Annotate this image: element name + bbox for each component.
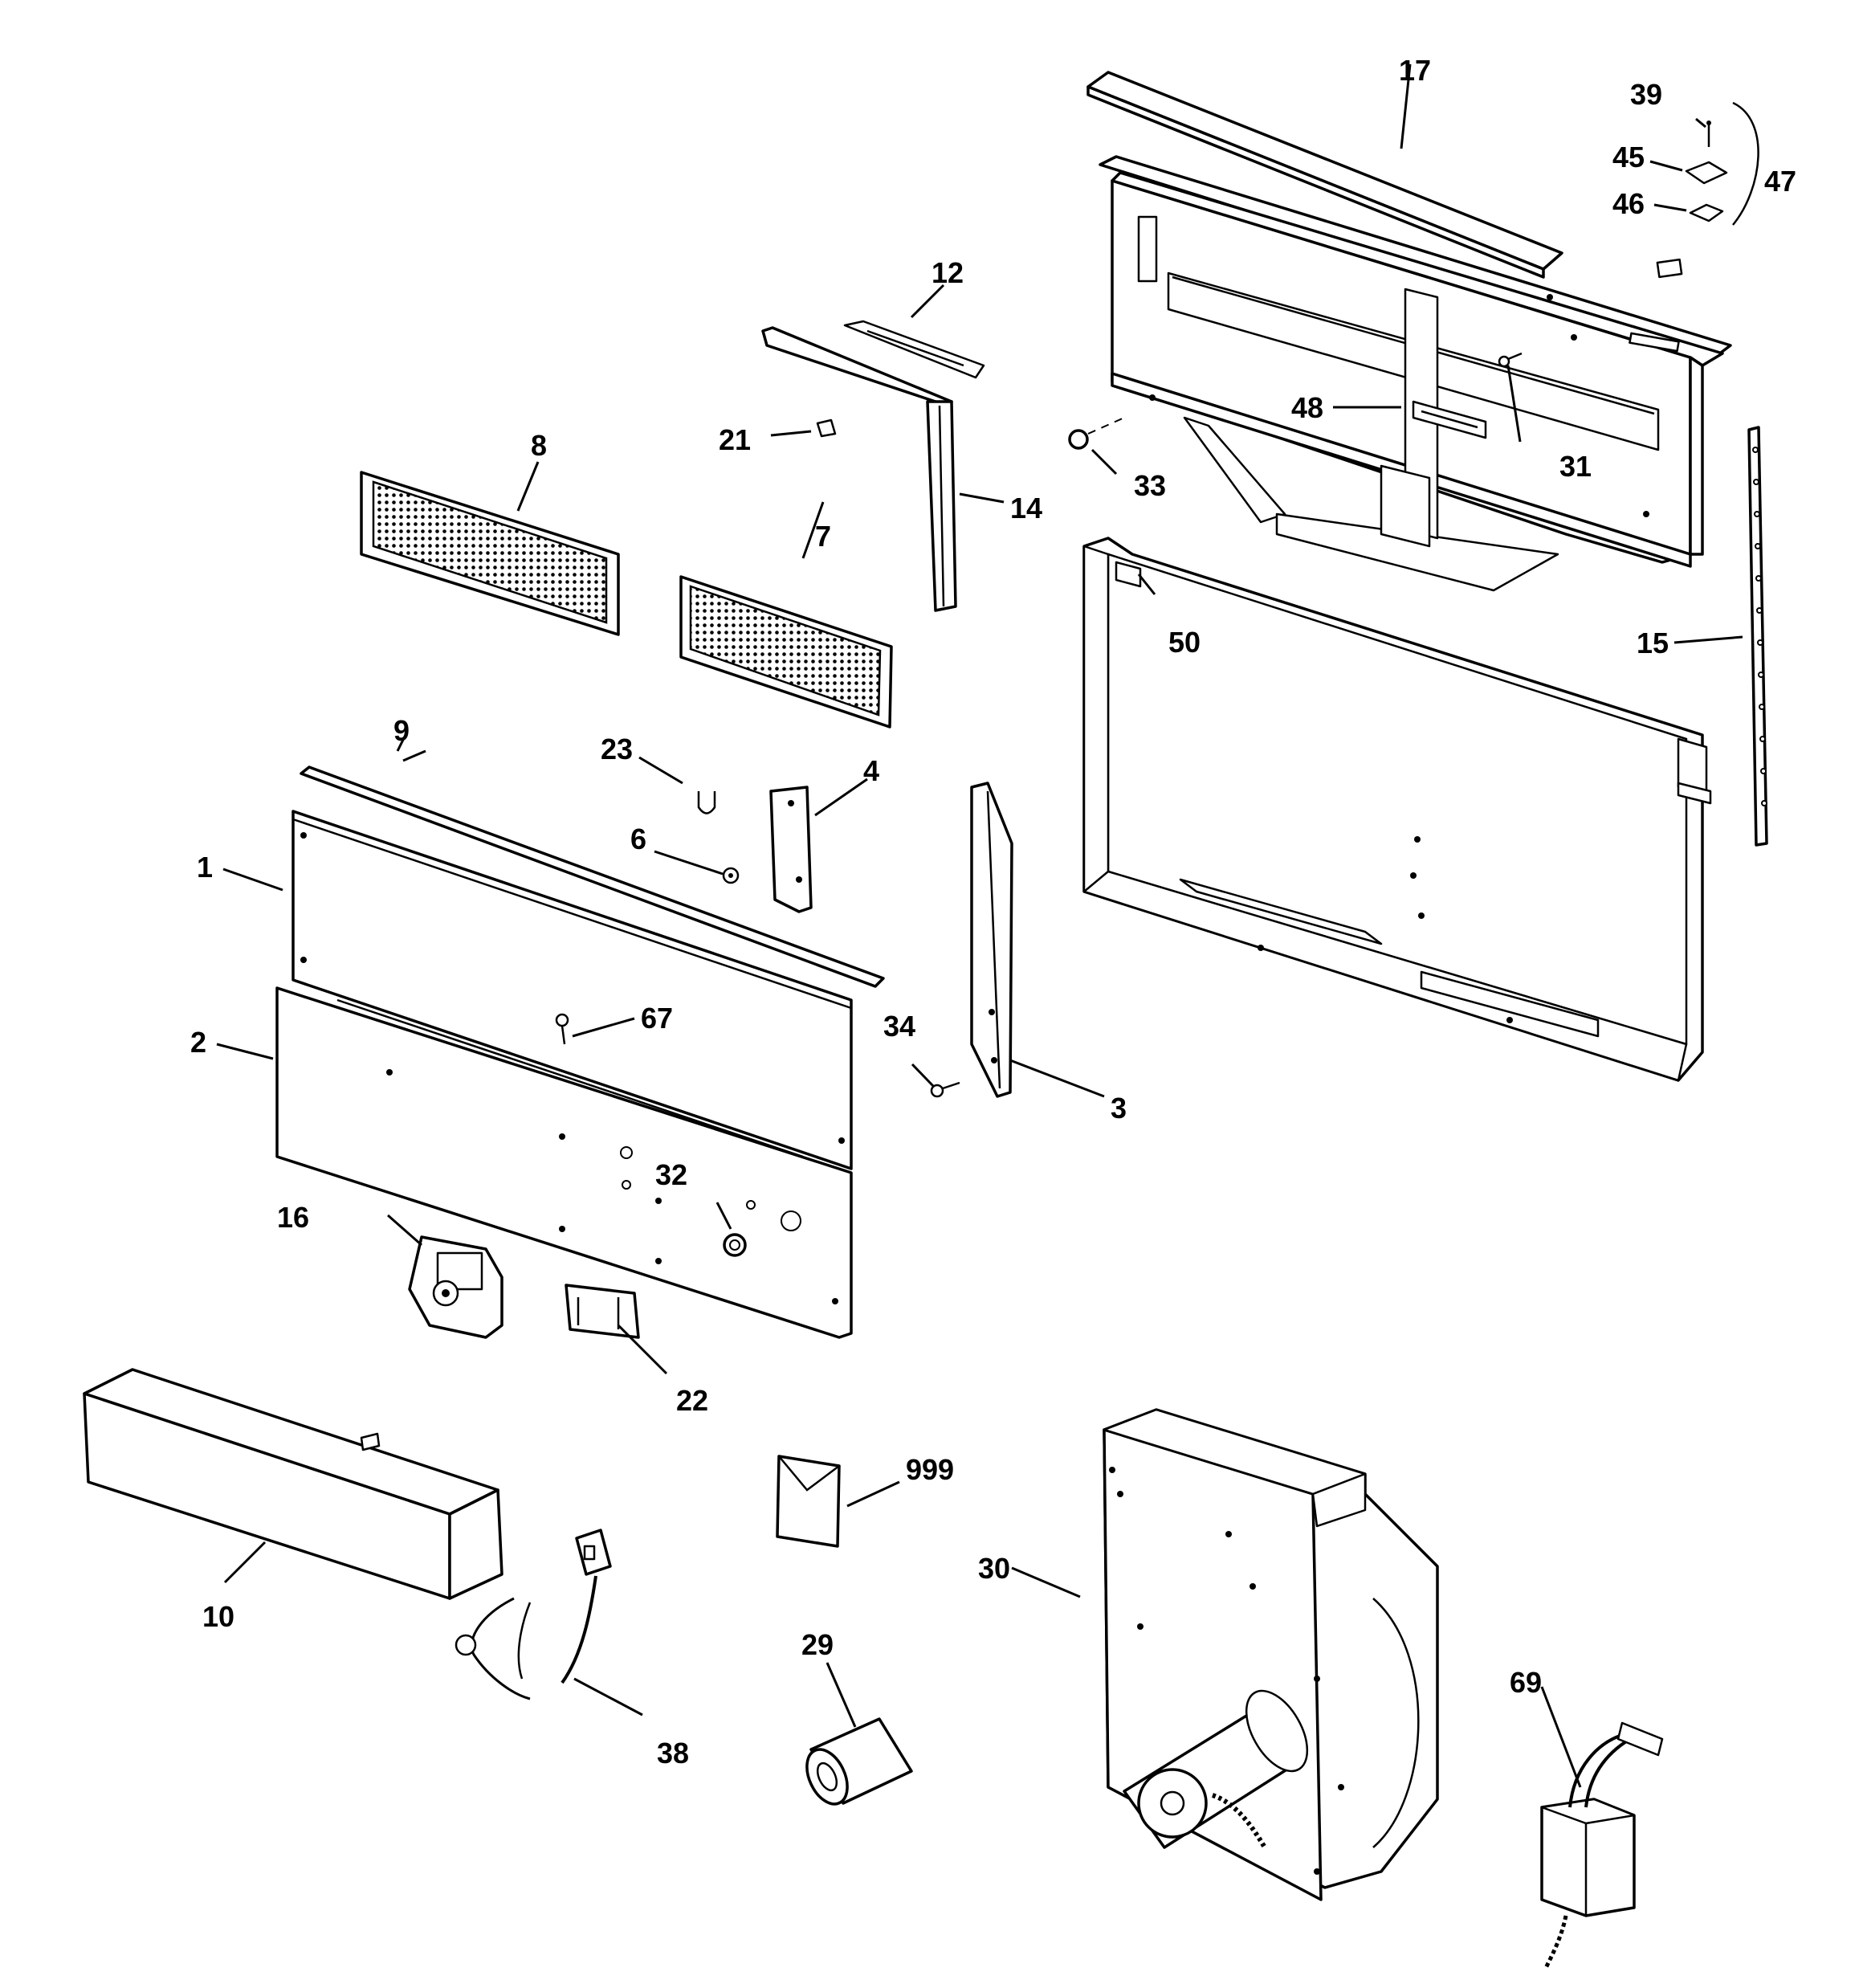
part-21-clip (816, 418, 837, 438)
part-7-filter (679, 575, 893, 729)
callout-23: 23 (601, 733, 633, 765)
callout-2: 2 (190, 1026, 206, 1059)
part-999-literature-envelope (776, 1455, 841, 1548)
part-14-bracket (761, 326, 957, 612)
part-38-power-cord (455, 1529, 612, 1700)
part-32-bushing (723, 1233, 747, 1257)
part-8-filter (360, 471, 620, 636)
part-3-channel (970, 782, 1013, 1098)
part-15-mounting-strip (1747, 426, 1768, 847)
callout-31: 31 (1559, 450, 1592, 483)
part-33-plug (1068, 429, 1089, 450)
housing-frame (1099, 155, 1732, 592)
callout-38: 38 (657, 1737, 689, 1770)
callout-32: 32 (655, 1158, 687, 1191)
callout-39: 39 (1630, 78, 1662, 111)
part-67-screw (555, 1013, 569, 1045)
callout-69: 69 (1510, 1666, 1542, 1699)
callout-4: 4 (863, 754, 879, 787)
callout-29: 29 (801, 1628, 834, 1661)
hardware-set-47 (1685, 101, 1759, 226)
callout-14: 14 (1010, 492, 1042, 525)
part-2-panel (275, 986, 853, 1339)
leader-lines (216, 63, 1743, 1788)
callout-7: 7 (815, 520, 831, 553)
part-22-switch (565, 1284, 640, 1339)
callout-30: 30 (978, 1552, 1010, 1585)
part-34-screw (930, 1081, 960, 1098)
part-17-top-trim (1086, 71, 1683, 279)
callout-33: 33 (1134, 469, 1166, 502)
callout-50: 50 (1168, 626, 1201, 659)
callout-46: 46 (1612, 187, 1645, 220)
callout-9: 9 (393, 714, 410, 747)
callout-15: 15 (1637, 627, 1669, 659)
part-46-clip (1689, 203, 1724, 222)
lower-housing-box (1082, 537, 1712, 1082)
callout-47: 47 (1764, 165, 1796, 198)
part-10-duct (83, 1368, 503, 1600)
callout-1: 1 (197, 851, 213, 884)
callout-12: 12 (932, 256, 964, 289)
part-4-bracket (769, 786, 813, 913)
part-31-screw (1498, 352, 1523, 368)
part-30-blower (1103, 1408, 1439, 1901)
part-16-relay (408, 1235, 503, 1339)
bracket-47 (1732, 101, 1759, 226)
callout-34: 34 (883, 1010, 915, 1043)
part-45-clip (1685, 161, 1728, 185)
callout-6: 6 (630, 823, 646, 855)
callout-16: 16 (277, 1201, 309, 1234)
callout-21: 21 (719, 423, 751, 456)
part-23-clip (697, 791, 716, 814)
callout-48: 48 (1291, 391, 1323, 424)
callout-999: 999 (906, 1453, 954, 1486)
callout-8: 8 (531, 429, 547, 462)
callout-22: 22 (676, 1384, 708, 1417)
callout-45: 45 (1612, 141, 1645, 173)
part-12-switch (843, 320, 985, 379)
callout-3: 3 (1111, 1092, 1127, 1125)
part-1-panel (291, 810, 853, 1170)
part-9-rail (300, 765, 885, 988)
callout-67: 67 (641, 1002, 673, 1035)
callout-10: 10 (202, 1600, 234, 1633)
part-69-capacitor-module (1540, 1721, 1664, 1970)
callout-17: 17 (1399, 54, 1431, 87)
part-29-capacitor (805, 1717, 913, 1806)
part-50-clip (1115, 561, 1142, 588)
callout-labels: 1 2 3 4 6 7 8 9 10 12 14 15 16 17 21 22 … (190, 54, 1796, 1770)
part-6-screw (722, 867, 740, 884)
